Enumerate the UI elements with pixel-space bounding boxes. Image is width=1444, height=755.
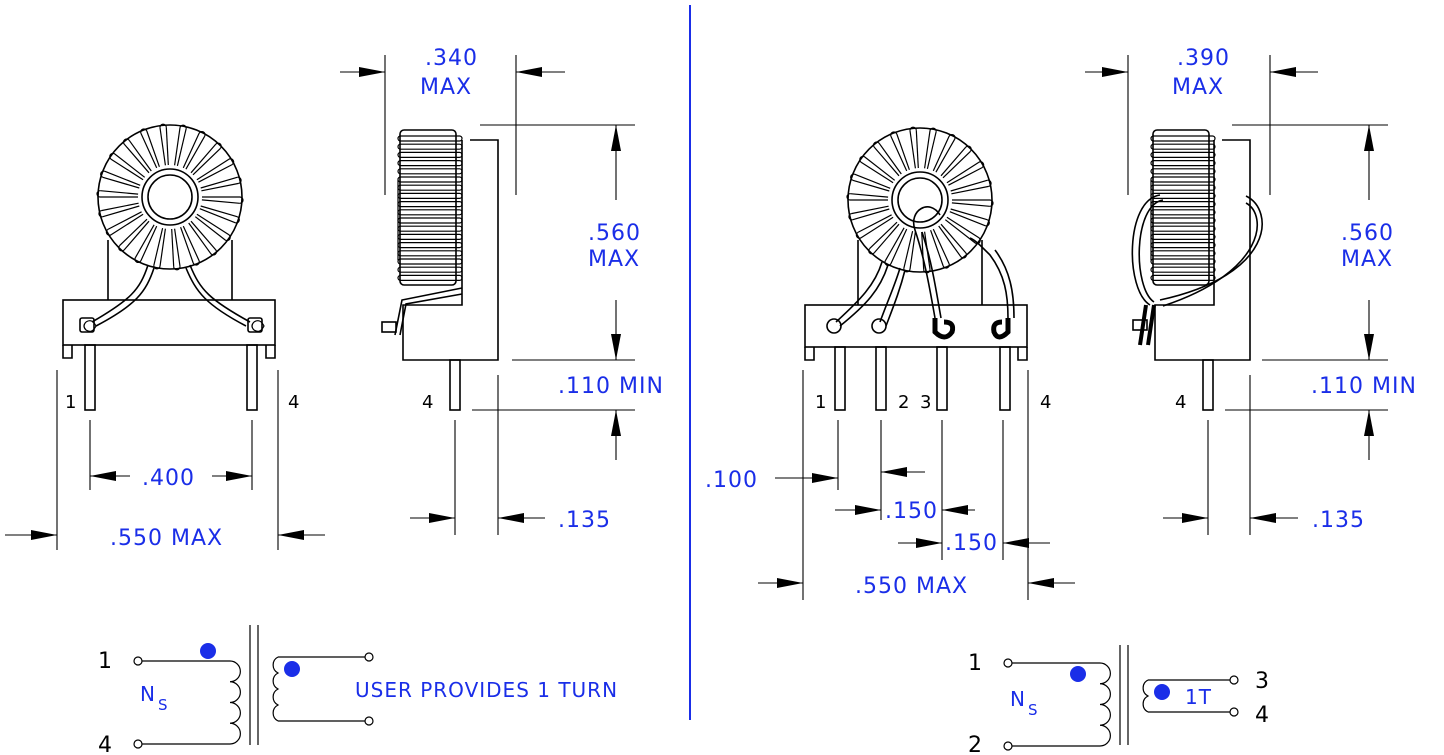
right-pin-4-label: 4 (1040, 392, 1051, 413)
right-dim-spacing-a: .150 (885, 499, 938, 524)
right-turn-label: 1T (1185, 685, 1212, 709)
left-schem-pin-4: 4 (98, 733, 112, 755)
right-winding-sub: S (1028, 701, 1039, 719)
left-dim-height: .560 (588, 221, 641, 246)
left-dim-pin-spacing: .400 (142, 466, 195, 491)
left-side-view: 4 .340 MAX .560 MAX .110 MIN .135 (340, 46, 664, 535)
right-dim-pin1-offset: .100 (705, 468, 758, 493)
right-pin-1-label: 1 (815, 392, 826, 413)
right-dim-lead: .110 MIN (1311, 374, 1417, 399)
right-dim-spacing-b: .150 (945, 531, 998, 556)
left-secondary-dot (284, 661, 300, 677)
left-dim-height-note: MAX (588, 247, 640, 272)
right-secondary-dot (1154, 684, 1170, 700)
right-side-view: 4 .390 MAX .560 MAX .110 MIN .135 (1085, 46, 1417, 535)
left-dim-overall-width: .550 MAX (110, 526, 223, 551)
right-dim-side-offset: .135 (1312, 508, 1365, 533)
right-schem-pin-4: 4 (1255, 703, 1269, 728)
right-dim-top-width: .390 (1177, 46, 1230, 71)
left-front-view: 1 4 .400 .550 MAX (5, 123, 325, 551)
left-schematic-note: USER PROVIDES 1 TURN (355, 678, 618, 702)
left-dim-top-width: .340 (425, 46, 478, 71)
left-schem-pin-1: 1 (98, 649, 112, 674)
right-schem-pin-3: 3 (1255, 669, 1269, 694)
right-winding-label: N (1010, 687, 1026, 711)
left-dim-top-width-note: MAX (420, 75, 472, 100)
right-schem-pin-2: 2 (968, 733, 982, 755)
right-front-view: 1 2 3 4 .100 .150 .150 .550 MAX (705, 126, 1075, 600)
right-schem-pin-1: 1 (968, 651, 982, 676)
left-side-pin-4-label: 4 (422, 392, 433, 413)
right-side-pin-4-label: 4 (1175, 392, 1186, 413)
left-winding-label: N (140, 682, 156, 706)
right-dim-top-width-note: MAX (1172, 75, 1224, 100)
right-dim-overall-width: .550 MAX (855, 574, 968, 599)
right-pin-3-label: 3 (920, 392, 931, 413)
right-primary-dot (1070, 666, 1086, 682)
left-dim-side-offset: .135 (558, 508, 611, 533)
left-dim-lead: .110 MIN (558, 374, 664, 399)
right-dim-height: .560 (1341, 221, 1394, 246)
right-schematic: 1 2 N S 1T 3 4 (968, 645, 1269, 755)
right-dim-height-note: MAX (1341, 247, 1393, 272)
left-toroid (96, 123, 244, 271)
right-pin-2-label: 2 (898, 392, 909, 413)
left-primary-dot (200, 643, 216, 659)
left-winding-sub: S (158, 696, 169, 714)
left-schematic: 1 4 N S USER PROVIDES 1 TURN (98, 625, 618, 755)
left-pin-1-label: 1 (65, 392, 76, 413)
left-pin-4-label: 4 (288, 392, 299, 413)
